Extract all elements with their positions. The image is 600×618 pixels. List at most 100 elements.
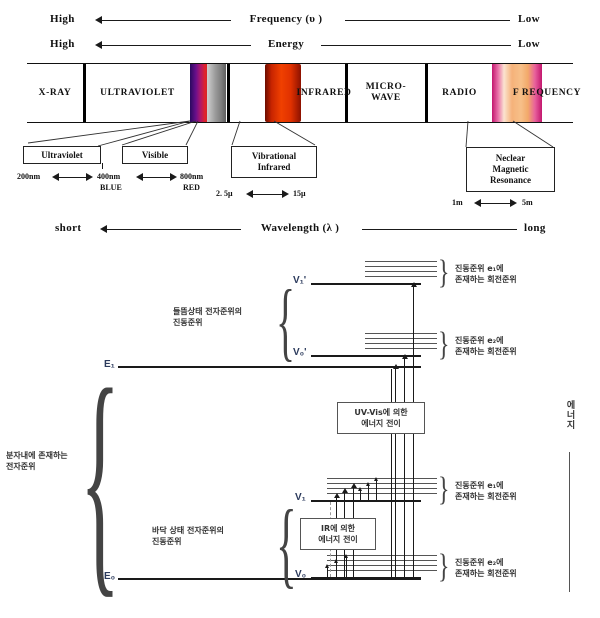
radio-frequency-gradient	[492, 64, 542, 122]
energy-level-E1-label: E₁	[104, 359, 115, 370]
ir-arrowhead-icon	[333, 493, 340, 498]
energy-axis-title: Energy	[267, 38, 305, 50]
rotational-level-line	[365, 266, 437, 268]
frequency-arrow-left-icon	[95, 16, 102, 24]
frequency-axis-title: Frequency (υ )	[249, 13, 323, 25]
energy-axis-vertical-label: 에너지	[563, 400, 575, 434]
rotational-level-line	[365, 261, 437, 263]
vibrational-level-V1-line	[311, 500, 421, 503]
rotational-level-line	[327, 565, 437, 567]
rotational-brace-e2-upper: }	[438, 326, 450, 363]
tick-ir-2p5u: 2. 5μ	[216, 189, 233, 198]
vibrational-level-V1p-line	[311, 283, 421, 286]
ground-vibrational-line1: 바닥 상태 전자준위의	[152, 526, 224, 535]
tick-uv-200nm: 200nm	[17, 172, 41, 181]
uv-vis-transition-arrow	[395, 369, 396, 578]
wavelength-axis-left-label: short	[55, 222, 82, 234]
nmr-range-line	[480, 203, 510, 204]
vibrational-level-V0-label: V₀	[295, 569, 307, 580]
tick-nmr-1m: 1m	[452, 198, 463, 207]
energy-axis-left-label: High	[50, 38, 75, 50]
rotational-label-e1-upper-line2: 존재하는 회전준위	[455, 275, 517, 284]
energy-axis-vertical-line	[569, 452, 570, 592]
nmr-line1: Neclear	[495, 153, 526, 163]
ir-transition-box: IR에 의한 에너지 전이	[300, 518, 376, 550]
rotational-label-e2-lower-line1: 진동준위 e₂에	[455, 558, 504, 567]
tick-uv-400nm: 400nm	[97, 172, 121, 181]
rotational-arrowhead-icon	[366, 482, 370, 486]
nmr-line2: Magnetic	[492, 164, 529, 174]
rotational-arrowhead-icon	[334, 559, 338, 563]
rotational-transition-arrow	[360, 491, 361, 500]
vibrational-level-V0-line	[311, 577, 421, 580]
rotational-label-e2-upper: 진동준위 e₂에 존재하는 회전준위	[455, 335, 565, 357]
ground-vibrational-label: 바닥 상태 전자준위의 진동준위	[152, 525, 262, 547]
frequency-axis-line-right	[345, 20, 510, 21]
wavelength-arrow-left-icon	[100, 225, 107, 233]
rotational-label-e2-lower: 진동준위 e₂에 존재하는 회전준위	[455, 557, 565, 579]
vibrational-level-V1-label: V₁	[295, 492, 306, 503]
rotational-brace-e1-lower: }	[438, 471, 450, 508]
rotational-arrowhead-icon	[325, 564, 329, 568]
excited-vibrational-line2: 진동준위	[173, 318, 203, 327]
uv-vis-arrowhead-icon	[410, 282, 417, 287]
rotational-arrowhead-icon	[358, 487, 362, 491]
rotational-transition-arrow	[368, 486, 369, 500]
callout-vibrational-infrared: Vibrational Infrared	[231, 146, 317, 178]
rotational-level-line	[327, 555, 437, 557]
uv-vis-arrowhead-icon	[392, 364, 399, 369]
rotational-brace-e1-upper: }	[438, 254, 450, 291]
rotational-transition-arrow	[346, 558, 347, 577]
ir-transition-line1: IR에 의한	[320, 524, 355, 533]
divider-microwave-radio	[425, 64, 428, 122]
rotational-brace-e2-lower: }	[438, 548, 450, 585]
divider-infrared-microwave	[345, 64, 348, 122]
rotational-transition-arrow	[376, 481, 377, 500]
microwave-label-line1: MICRO-	[365, 82, 407, 92]
uv-range-line	[58, 177, 86, 178]
excited-vibrational-label: 들뜸상태 전자준위의 진동준위	[173, 306, 277, 328]
rotational-label-e2-upper-line1: 진동준위 e₂에	[455, 336, 504, 345]
frequency-axis-left-label: High	[50, 13, 75, 25]
vibrational-level-V0p-line	[311, 355, 421, 358]
rotational-level-line	[365, 276, 437, 278]
rotational-label-e2-lower-line2: 존재하는 회전준위	[455, 569, 517, 578]
tick-nmr-5m: 5m	[522, 198, 533, 207]
tick-ir-15u: 15μ	[293, 189, 306, 198]
frequency-axis-right-label: Low	[518, 13, 540, 25]
wavelength-axis-line-left	[106, 229, 241, 230]
electronic-levels-brace: {	[80, 338, 121, 618]
uv-vis-transition-line1: UV-Vis에 의한	[354, 408, 408, 417]
energy-axis-right-label: Low	[518, 38, 540, 50]
tick-vis-800nm: 800nm	[180, 172, 204, 181]
divider-visible-gap	[227, 64, 230, 122]
segment-label-frequency: F REQUENCY	[512, 87, 582, 98]
rotational-label-e2-upper-line2: 존재하는 회전준위	[455, 347, 517, 356]
rotational-arrowhead-icon	[344, 554, 348, 558]
rotational-level-line	[365, 333, 437, 335]
visible-range-line	[142, 177, 170, 178]
uv-range-arrow-right-icon	[86, 173, 93, 181]
uv-vis-arrowhead-icon	[401, 354, 408, 359]
visible-range-arrow-right-icon	[170, 173, 177, 181]
rotational-level-line	[365, 343, 437, 345]
ir-arrowhead-icon	[341, 488, 348, 493]
ground-vibrational-brace: {	[276, 490, 297, 597]
uv-vis-transition-arrow	[391, 369, 392, 578]
electronic-levels-line1: 분자내에 존재하는	[6, 451, 68, 460]
tick-400nm-mark	[102, 163, 103, 169]
electronic-levels-line2: 전자준위	[6, 462, 36, 471]
energy-level-E0-label: E₀	[104, 571, 116, 582]
ir-transition-line2: 에너지 전이	[318, 535, 358, 544]
energy-axis-line-left	[101, 45, 251, 46]
rotational-level-line	[365, 348, 437, 350]
callout-nuclear-magnetic-resonance: Neclear Magnetic Resonance	[466, 147, 555, 192]
uv-range-arrow-left-icon	[52, 173, 59, 181]
rotational-label-e1-upper: 진동준위 e₁에 존재하는 회전준위	[455, 263, 565, 285]
electronic-levels-label: 분자내에 존재하는 전자준위	[6, 450, 96, 472]
microwave-label-line2: WAVE	[371, 93, 401, 103]
segment-label-microwave: MICRO- WAVE	[347, 64, 425, 122]
visible-range-arrow-left-icon	[136, 173, 143, 181]
vibrational-level-V1p-label: V₁'	[293, 275, 307, 286]
vibrational-level-V0p-label: V₀'	[293, 347, 307, 358]
